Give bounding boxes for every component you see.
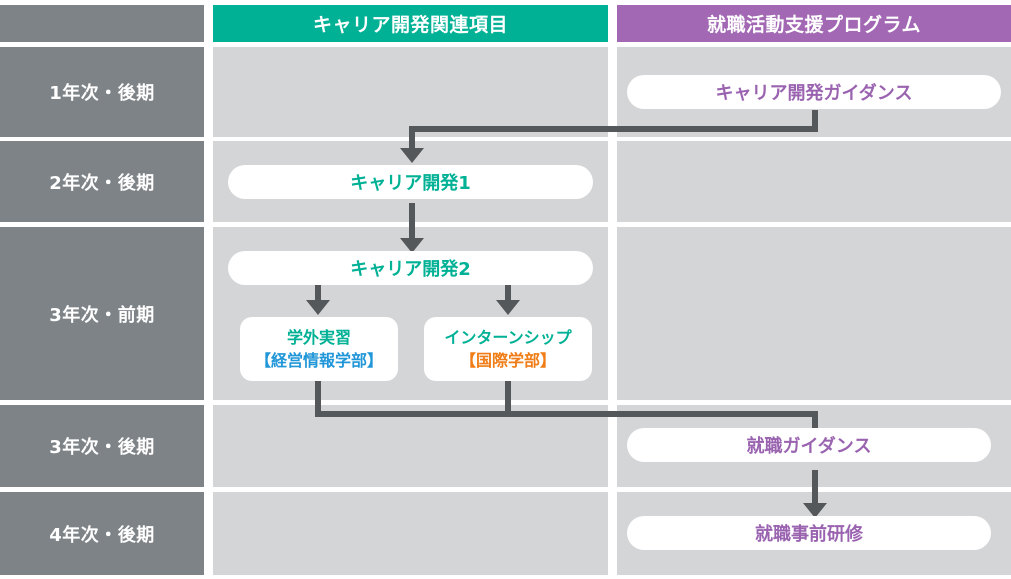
node-internship[interactable]: インターンシップ 【国際学部】 [424, 317, 592, 381]
connector-into-job-guidance [812, 411, 818, 437]
connector-career2-to-internship [505, 285, 511, 307]
connector-career1-drop [409, 126, 415, 152]
panel-job-support-year3-former [617, 227, 1011, 400]
header-column-job-support: 就職活動支援プログラム [617, 5, 1011, 42]
arrowhead-to-pre-training [803, 503, 827, 518]
connector-job-guidance-to-pre-training [812, 470, 818, 508]
node-internship-faculty: 【国際学部】 [459, 351, 556, 370]
row-label-year4-latter: 4年次・後期 [0, 492, 204, 575]
node-career-development-2[interactable]: キャリア開発2 [228, 251, 593, 285]
connector-career2-to-off-campus [315, 285, 321, 307]
node-internship-title: インターンシップ [444, 327, 572, 347]
row-label-year1-latter: 1年次・後期 [0, 47, 204, 137]
arrowhead-to-internship [496, 300, 520, 315]
node-pre-job-training[interactable]: 就職事前研修 [627, 516, 991, 550]
connector-off-campus-down [315, 381, 321, 417]
arrowhead-to-career1 [400, 148, 424, 163]
connector-internship-down [505, 381, 511, 417]
node-career-development-1[interactable]: キャリア開発1 [228, 165, 593, 199]
node-job-guidance[interactable]: 就職ガイダンス [627, 428, 991, 462]
connector-guidance-down [812, 110, 818, 132]
header-blank-cell [0, 5, 204, 42]
header-column-career: キャリア開発関連項目 [213, 5, 608, 42]
panel-career-year1-latter [213, 47, 608, 137]
arrowhead-to-off-campus [306, 300, 330, 315]
row-label-year2-latter: 2年次・後期 [0, 141, 204, 222]
node-off-campus-practicum[interactable]: 学外実習 【経営情報学部】 [240, 317, 398, 381]
node-career-guidance[interactable]: キャリア開発ガイダンス [627, 75, 1001, 109]
connector-career1-to-career2 [409, 203, 415, 243]
arrowhead-to-career2 [400, 238, 424, 253]
panel-job-support-year2-latter [617, 141, 1011, 222]
connector-merge-to-job-guidance [315, 411, 818, 417]
panel-career-year4-latter [213, 492, 608, 575]
panel-career-year3-latter [213, 405, 608, 487]
row-label-year3-former: 3年次・前期 [0, 227, 204, 400]
row-label-year3-latter: 3年次・後期 [0, 405, 204, 487]
node-off-campus-practicum-title: 学外実習 [286, 327, 351, 347]
node-off-campus-practicum-faculty: 【経営情報学部】 [254, 351, 383, 370]
connector-guidance-to-career1-horizontal [409, 126, 818, 132]
